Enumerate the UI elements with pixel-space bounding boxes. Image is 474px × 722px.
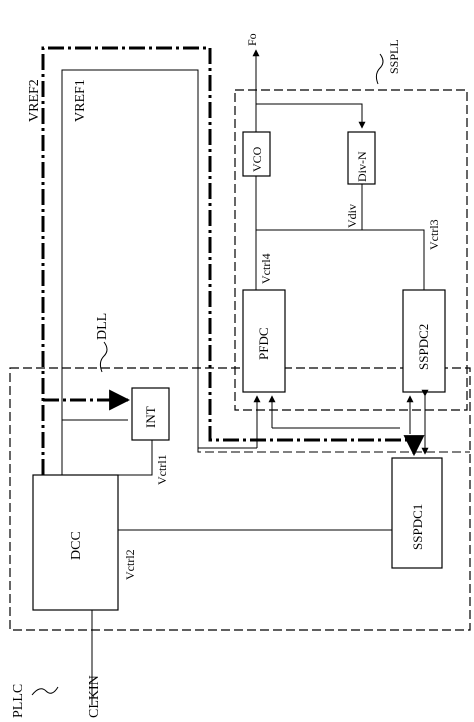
vref2-wire: [41, 46, 425, 475]
clkin-label: CLKIN: [87, 675, 102, 718]
vctrl3-label: Vctrl3: [427, 219, 441, 250]
vref1-label: VREF1: [73, 79, 88, 122]
div-n-label: Div-N: [355, 151, 369, 182]
vco-block: [242, 131, 271, 177]
sspll-pointer: [375, 53, 384, 85]
int-block: [131, 387, 170, 441]
plic-pointer: [31, 686, 59, 696]
vctrl2-label: Vctrl2: [123, 549, 137, 580]
vco-divn-wire: [256, 103, 366, 129]
sspll-boundary: [234, 89, 468, 411]
sspdc1-block: [391, 457, 443, 569]
div-n-block: [347, 131, 376, 185]
dcc-label: DCC: [69, 531, 84, 560]
dll-pointer: [99, 341, 108, 373]
pfdc-block: [242, 289, 286, 393]
vctrl3-wire: [362, 229, 425, 290]
dcc-block: [32, 474, 119, 611]
vctrl4-label: Vctrl4: [259, 253, 273, 284]
sspdc1-label: SSPDC1: [410, 504, 425, 550]
fo-label: Fo: [245, 33, 259, 46]
sspdc2-label: SSPDC2: [416, 324, 431, 370]
vctrl1-label: Vctrl1: [155, 454, 169, 485]
vref1-wire: [61, 69, 257, 475]
pfdc-label: PFDC: [256, 327, 271, 360]
vctrl1-wire: [118, 440, 153, 476]
int-label: INT: [143, 406, 158, 428]
plic-label: PLLC: [11, 684, 26, 718]
dll-label: DLL: [95, 313, 110, 340]
vdiv-label: Vdiv: [345, 204, 359, 228]
vco-label: VCO: [250, 146, 264, 172]
dll-boundary: [9, 367, 471, 631]
vref2-label: VREF2: [27, 79, 42, 122]
sspll-label: SSPLL: [387, 39, 401, 74]
